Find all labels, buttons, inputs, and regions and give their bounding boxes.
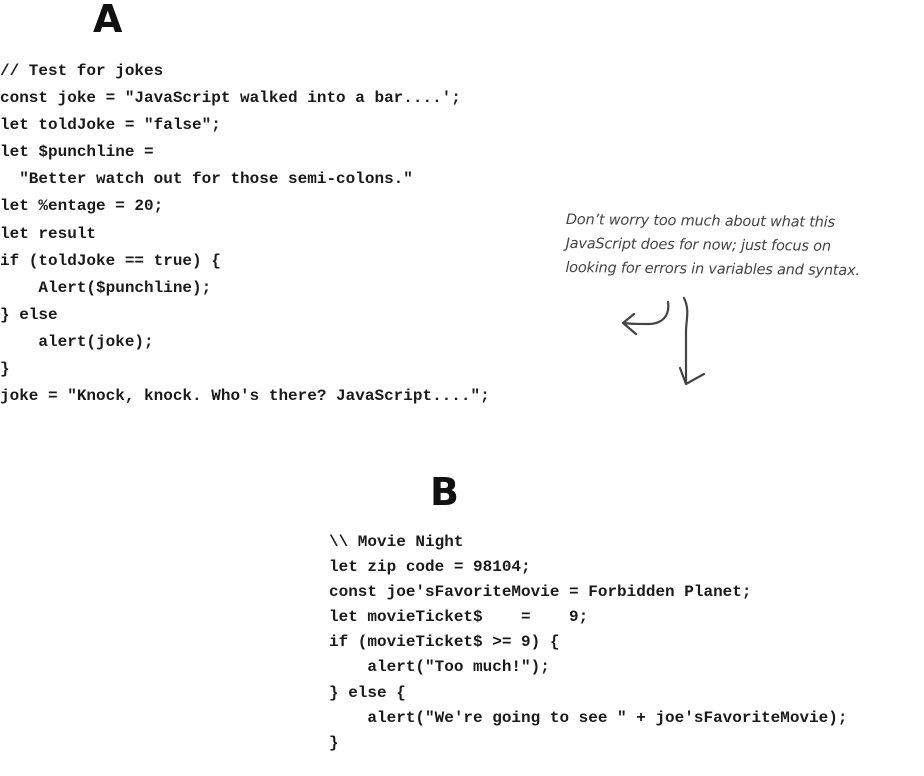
arrow-down-icon (678, 296, 706, 386)
annotation-line: looking for errors in variables and synt… (565, 259, 860, 280)
code-line: } (329, 733, 339, 752)
code-line: if (toldJoke == true) { (0, 251, 221, 270)
code-line: "Better watch out for those semi-colons.… (0, 170, 413, 189)
code-line: } else { (329, 683, 406, 702)
annotation-arrows (621, 296, 706, 386)
code-block-a: // Test for jokes const joke = "JavaScrip… (0, 58, 490, 410)
code-line: alert("Too much!"); (329, 658, 550, 677)
code-line: let $punchline = (0, 143, 154, 162)
code-line: let zip code = 98104; (329, 558, 531, 577)
code-line: \\ Movie Night (329, 533, 464, 551)
code-line: let result (0, 224, 97, 243)
code-line: alert("We're going to see " + joe'sFavor… (329, 708, 848, 727)
code-line: if (movieTicket$ >= 9) { (329, 633, 560, 652)
code-line: joke = "Knock, knock. Who's there? JavaS… (0, 387, 490, 406)
handwritten-annotation: Don’t worry too much about what this Jav… (565, 208, 918, 284)
code-block-b: \\ Movie Night let zip code = 98104; const… (329, 530, 847, 756)
section-a-label: A (93, 0, 123, 41)
code-line: let %entage = 20; (0, 197, 164, 216)
code-line: Alert($punchline); (0, 278, 212, 297)
code-line: alert(joke); (0, 332, 154, 351)
code-line: // Test for jokes (0, 62, 164, 80)
code-line: const joe'sFavoriteMovie = Forbidden Pla… (329, 583, 752, 602)
section-b-label: B (430, 470, 459, 514)
annotation-line: JavaScript does for now; just focus on (565, 235, 831, 255)
code-line: } else (0, 305, 58, 324)
code-line: } (0, 360, 10, 379)
annotation-line: Don’t worry too much about what this (565, 211, 835, 231)
code-line: let toldJoke = "false"; (0, 116, 221, 135)
code-line: const joke = "JavaScript walked into a b… (0, 89, 461, 108)
code-line: let movieTicket$ = 9; (329, 608, 589, 627)
curved-arrow-left-icon (621, 300, 670, 336)
